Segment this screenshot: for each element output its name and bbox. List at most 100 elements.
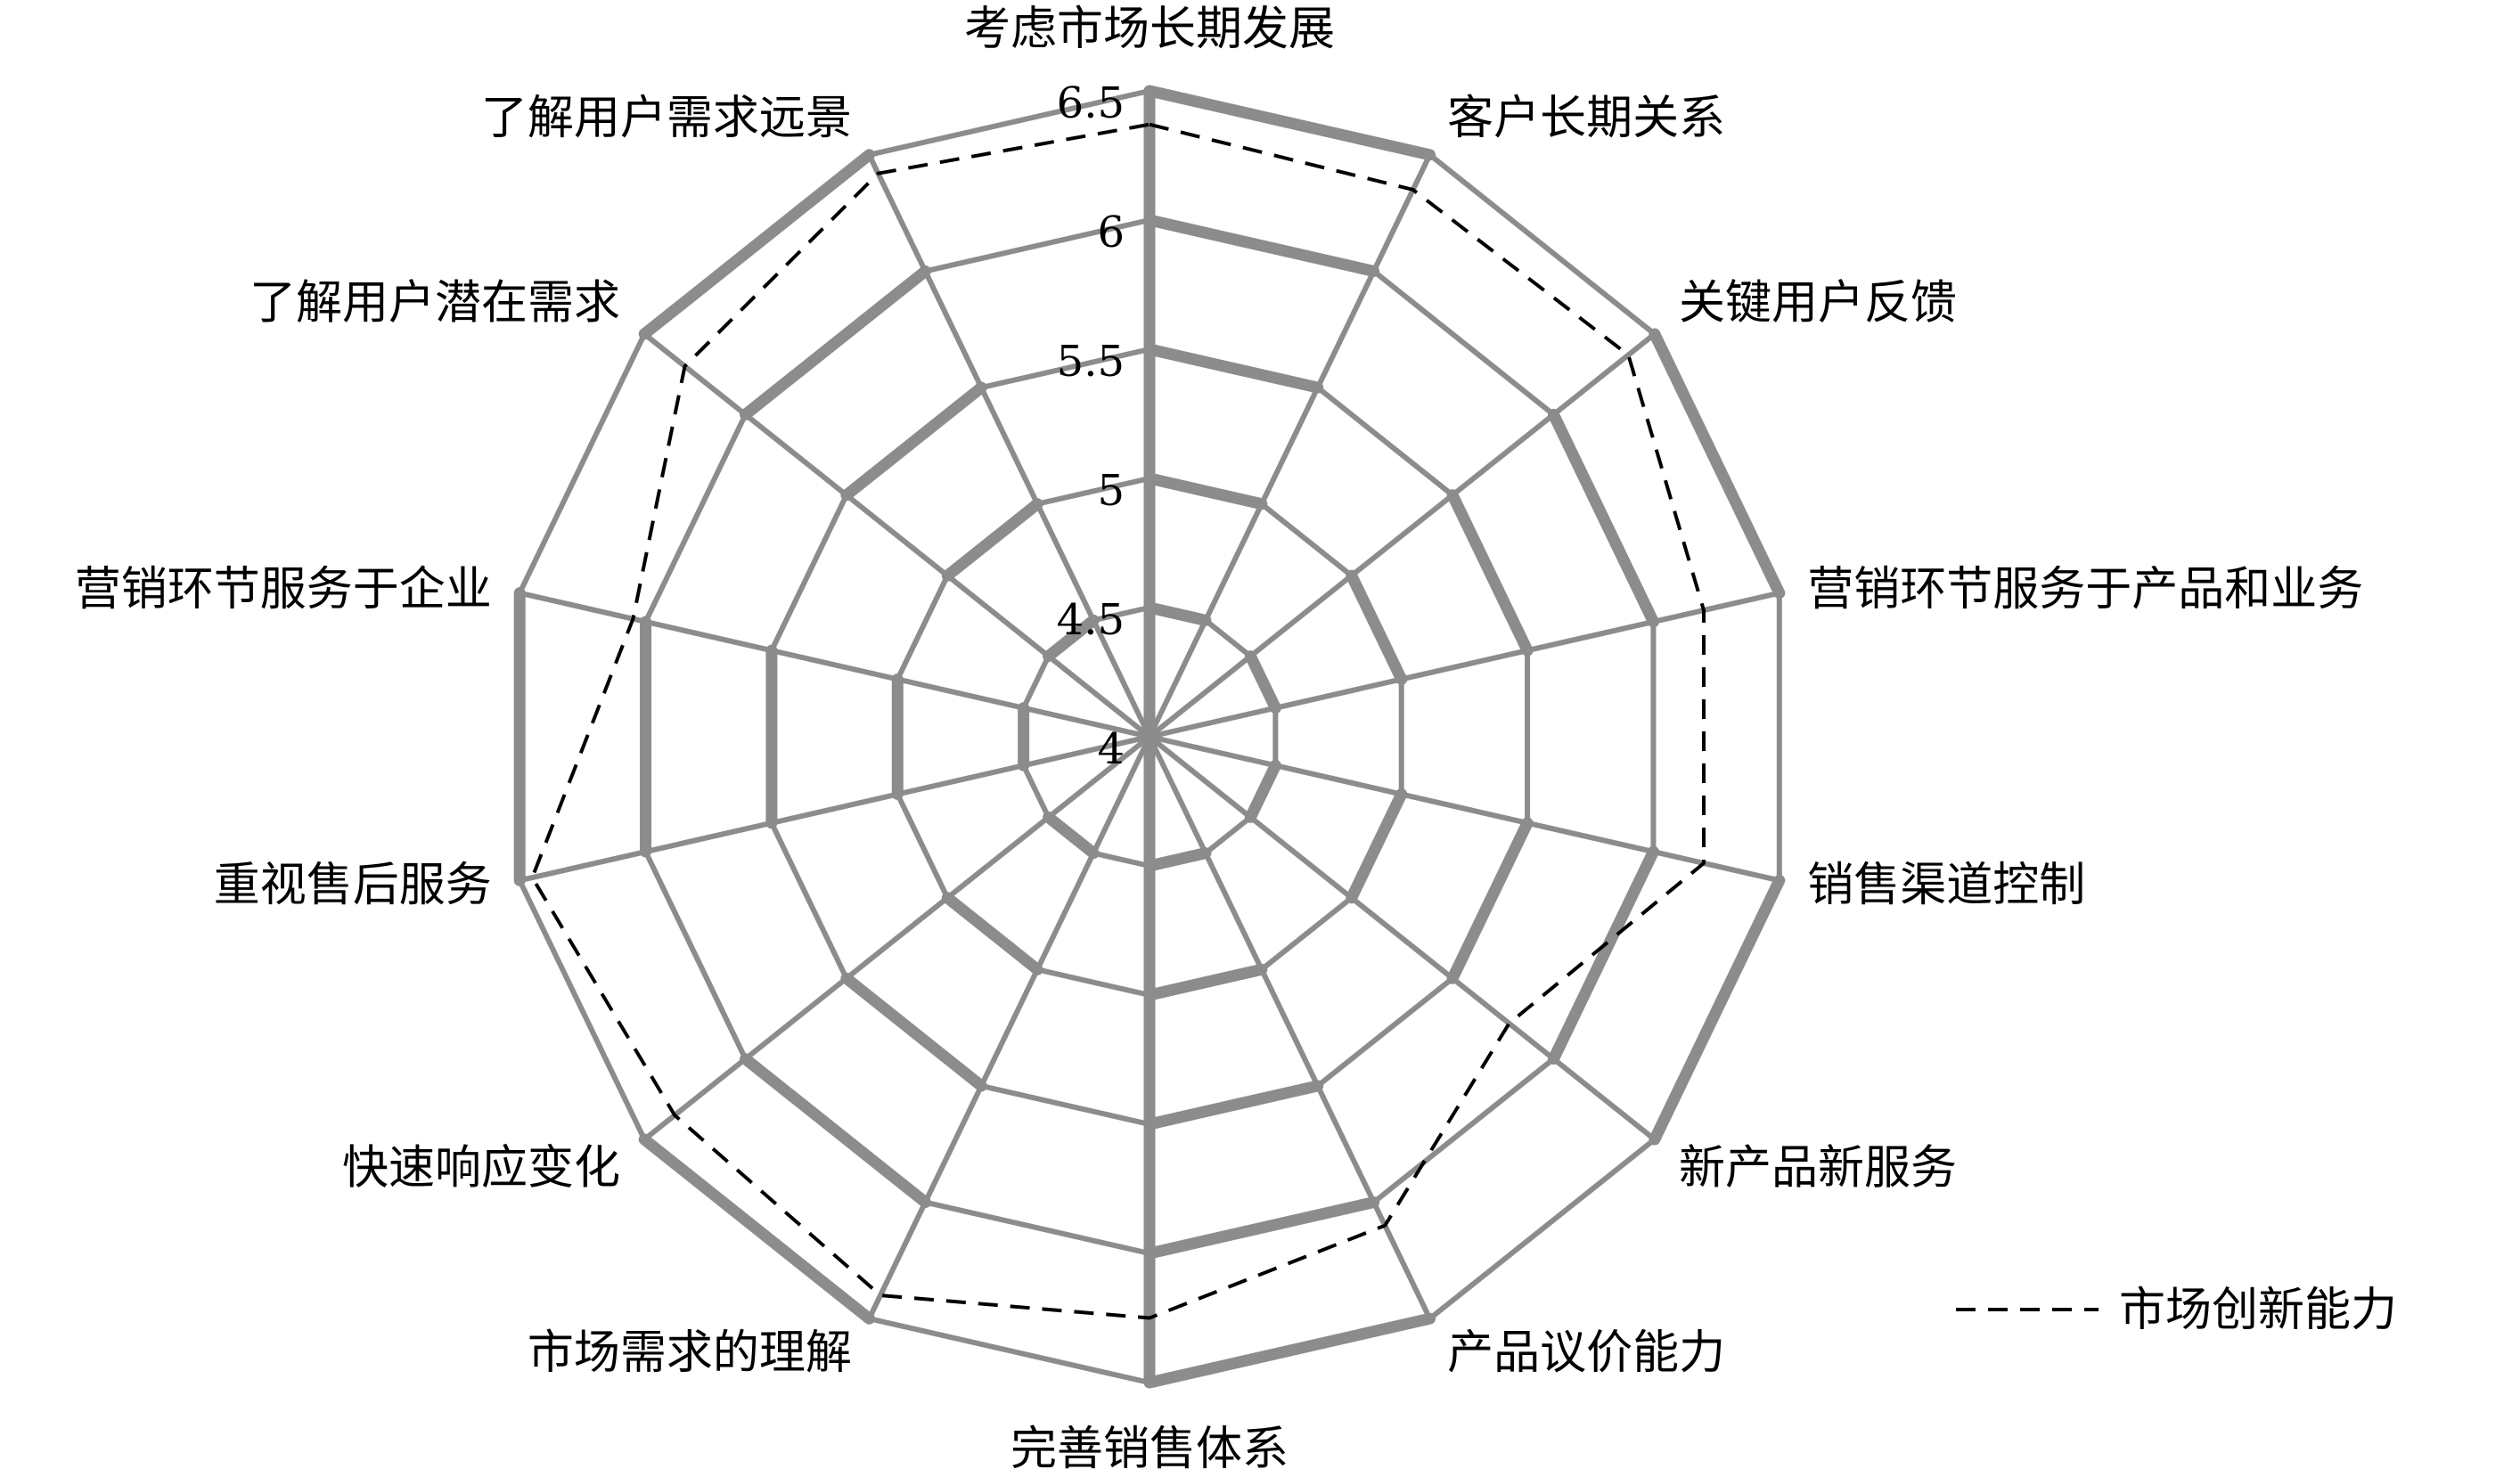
spoke-8 bbox=[866, 735, 1152, 1320]
grid-ring-5-seg-6 bbox=[1143, 1312, 1436, 1389]
spoke-9 bbox=[642, 734, 1151, 1142]
grid-ring-2-seg-9 bbox=[895, 791, 951, 901]
spoke-11 bbox=[519, 590, 1150, 739]
grid-ring-4-seg-7 bbox=[922, 1199, 1152, 1256]
category-label-10: 重视售后服务 bbox=[214, 859, 492, 912]
grid-ring-3-seg-7 bbox=[978, 1082, 1152, 1127]
grid-ring-2-seg-1 bbox=[1258, 501, 1354, 579]
grid-ring-5-seg-0 bbox=[1143, 85, 1436, 161]
grid-ring-2-seg-7 bbox=[1035, 967, 1152, 998]
grid-ring-4-seg-4 bbox=[1547, 845, 1659, 1065]
grid-ring-3-seg-13 bbox=[978, 347, 1152, 391]
tick-label-1: 4.5 bbox=[1057, 595, 1125, 645]
grid-ring-4-seg-9 bbox=[642, 849, 749, 1062]
grid-ring-1-seg-6 bbox=[1143, 847, 1212, 872]
radar-series bbox=[530, 122, 1706, 1320]
category-label-5: 新产品新服务 bbox=[1679, 1142, 1957, 1196]
grid-ring-4-seg-5 bbox=[1370, 1056, 1557, 1205]
grid-ring-1-seg-7 bbox=[1091, 850, 1152, 869]
spoke-12 bbox=[642, 331, 1151, 739]
grid-ring-2-seg-4 bbox=[1346, 788, 1408, 904]
category-label-9: 快速响应变化 bbox=[342, 1142, 620, 1196]
tick-label-0: 4 bbox=[1097, 724, 1125, 774]
grid-ring-2-seg-13 bbox=[1035, 476, 1152, 507]
grid-ring-2-seg-11 bbox=[895, 573, 951, 682]
spoke-13 bbox=[866, 153, 1152, 739]
grid-ring-4-seg-1 bbox=[1370, 268, 1557, 418]
grid-ring-5-seg-12 bbox=[638, 149, 875, 340]
spoke-2 bbox=[1148, 331, 1657, 739]
grid-ring-2-seg-2 bbox=[1346, 569, 1408, 685]
spoke-4 bbox=[1149, 734, 1780, 884]
grid-ring-5-seg-7 bbox=[866, 1316, 1152, 1385]
grid-ring-3-seg-6 bbox=[1143, 1080, 1324, 1130]
spoke-1 bbox=[1147, 153, 1433, 739]
grid-ring-5-seg-11 bbox=[517, 331, 648, 596]
grid-ring-1-seg-11 bbox=[1020, 653, 1051, 711]
grid-ring-4-seg-11 bbox=[642, 412, 749, 624]
category-label-12: 了解用户潜在需求 bbox=[250, 276, 620, 330]
category-label-4: 销售渠道控制 bbox=[1807, 859, 2085, 912]
grid-ring-1-seg-13 bbox=[1091, 605, 1152, 624]
category-label-2: 关键用户反馈 bbox=[1679, 276, 1957, 330]
grid-ring-3-seg-11 bbox=[768, 492, 849, 654]
grid-ring-5-seg-4 bbox=[1649, 874, 1786, 1146]
grid-ring-1-seg-0 bbox=[1143, 601, 1212, 626]
grid-ring-3-seg-8 bbox=[840, 972, 987, 1092]
grid-ring-1-seg-9 bbox=[1020, 763, 1051, 820]
grid-ring-4-seg-13 bbox=[922, 217, 1152, 274]
grid-ring-1-seg-8 bbox=[1043, 811, 1100, 860]
grid-ring-1-seg-1 bbox=[1202, 617, 1254, 659]
grid-ring-3-seg-0 bbox=[1143, 343, 1324, 394]
grid-ring-4-seg-12 bbox=[740, 265, 931, 420]
grid-ring-1-seg-2 bbox=[1244, 650, 1281, 714]
tick-label-3: 5.5 bbox=[1057, 337, 1125, 387]
grid-ring-4-seg-0 bbox=[1143, 214, 1380, 277]
grid-ring-2-seg-0 bbox=[1143, 472, 1268, 510]
category-label-6: 产品议价能力 bbox=[1447, 1326, 1725, 1380]
grid-ring-3-seg-9 bbox=[768, 820, 849, 982]
grid-ring-4-seg-6 bbox=[1143, 1196, 1380, 1260]
radar-category-labels: 考虑市场长期发展客户长期关系关键用户反馈营销环节服务于产品和业务销售渠道控制新产… bbox=[75, 3, 2364, 1469]
chart-legend: 市场创新能力 bbox=[1956, 1284, 2397, 1337]
grid-ring-5-seg-8 bbox=[638, 1133, 875, 1325]
category-label-7: 完善销售体系 bbox=[1010, 1423, 1289, 1469]
grid-ring-1-seg-12 bbox=[1043, 614, 1100, 663]
tick-label-2: 5 bbox=[1097, 466, 1125, 516]
grid-ring-3-seg-1 bbox=[1314, 385, 1456, 498]
spoke-6 bbox=[1147, 735, 1433, 1320]
radar-grid bbox=[513, 85, 1786, 1389]
grid-ring-5-seg-2 bbox=[1649, 328, 1786, 600]
grid-ring-3-seg-4 bbox=[1446, 817, 1534, 984]
grid-ring-5-seg-9 bbox=[517, 877, 648, 1143]
category-label-13: 了解用户需求远景 bbox=[481, 92, 852, 145]
grid-ring-4-seg-2 bbox=[1547, 408, 1659, 628]
radar-tick-labels: 4 4.5 5 5.5 6 6.5 bbox=[1057, 78, 1125, 774]
grid-ring-2-seg-6 bbox=[1143, 963, 1268, 1001]
grid-ring-3-seg-2 bbox=[1446, 489, 1534, 657]
series-line-0 bbox=[530, 122, 1706, 1320]
grid-ring-5-seg-13 bbox=[866, 88, 1152, 158]
tick-label-5: 6.5 bbox=[1057, 78, 1125, 128]
grid-ring-5-seg-1 bbox=[1427, 151, 1657, 337]
grid-ring-2-seg-8 bbox=[941, 892, 1043, 975]
grid-ring-3-seg-5 bbox=[1314, 975, 1456, 1089]
category-label-1: 客户长期关系 bbox=[1447, 92, 1725, 145]
radar-spokes bbox=[519, 91, 1780, 1383]
category-label-11: 营销环节服务于企业 bbox=[75, 563, 492, 616]
category-label-0: 考虑市场长期发展 bbox=[964, 3, 1335, 56]
grid-ring-3-seg-12 bbox=[840, 381, 987, 502]
grid-ring-4-seg-8 bbox=[740, 1053, 931, 1209]
grid-ring-5-seg-5 bbox=[1427, 1137, 1657, 1322]
grid-ring-1-seg-5 bbox=[1202, 814, 1254, 856]
legend-label: 市场创新能力 bbox=[2119, 1284, 2397, 1337]
category-label-3: 营销环节服务于产品和业务 bbox=[1807, 563, 2363, 616]
grid-ring-2-seg-5 bbox=[1258, 894, 1354, 973]
spoke-5 bbox=[1148, 734, 1657, 1142]
category-label-8: 市场需求的理解 bbox=[528, 1326, 852, 1380]
spoke-3 bbox=[1149, 590, 1780, 739]
tick-label-4: 6 bbox=[1097, 208, 1125, 257]
grid-ring-2-seg-12 bbox=[941, 498, 1043, 582]
spoke-10 bbox=[519, 734, 1150, 884]
